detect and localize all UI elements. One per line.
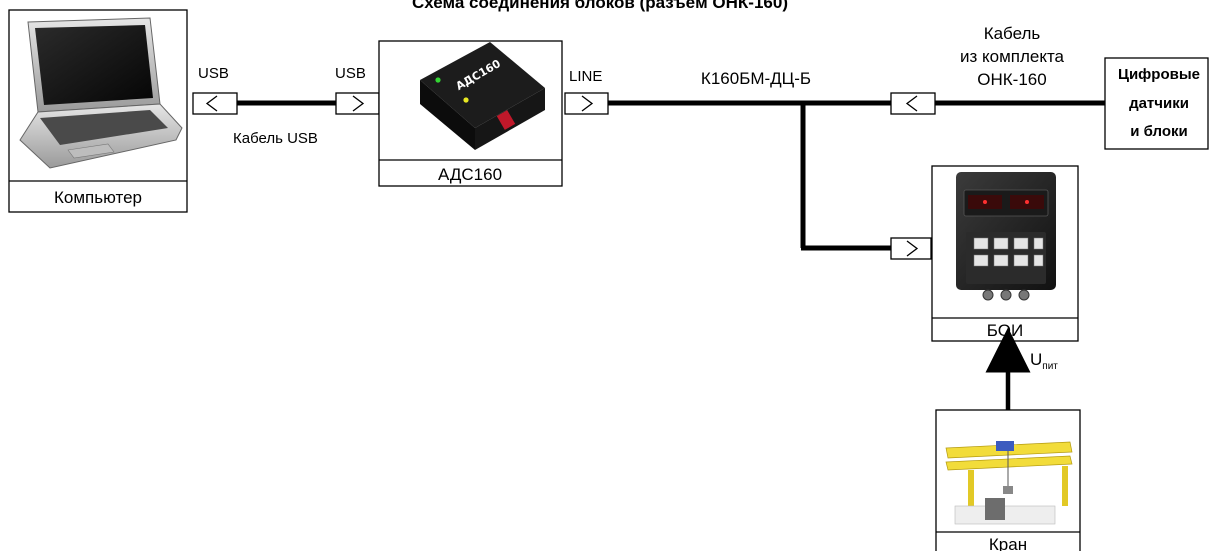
boi-label: БОИ	[987, 321, 1023, 340]
computer-block: Компьютер	[9, 10, 187, 212]
control-panel-icon	[956, 172, 1056, 300]
sensors-label-3: и блоки	[1130, 123, 1188, 140]
adapter-line-connector	[565, 93, 608, 114]
laptop-usb-label: USB	[198, 65, 229, 82]
crane-block: Кран	[936, 410, 1080, 551]
sensors-label-1: Цифровые	[1118, 66, 1200, 83]
adapter-usb-label: USB	[335, 65, 366, 82]
sensors-label-2: датчики	[1129, 95, 1189, 112]
power-label: Uпит	[1030, 350, 1058, 372]
usb-cable-label: Кабель USB	[233, 130, 318, 147]
adapter-usb-connector	[336, 93, 379, 114]
laptop-usb-connector	[193, 93, 237, 114]
kit-cable-label-3: ОНК-160	[977, 70, 1046, 89]
crane-label: Кран	[989, 535, 1027, 551]
power-label-sub: пит	[1042, 361, 1058, 372]
adapter-block: АДС160 АДС160	[379, 41, 562, 186]
computer-label: Компьютер	[54, 188, 142, 207]
kit-cable-label-2: из комплекта	[960, 47, 1065, 66]
boi-connector	[891, 238, 931, 259]
main-cable-label: К160БМ-ДЦ-Б	[701, 69, 811, 88]
power-label-main: U	[1030, 350, 1042, 369]
adapter-label: АДС160	[438, 165, 502, 184]
kit-cable-connector	[891, 93, 935, 114]
diagram-title: Схема соединения блоков (разъём ОНК-160)	[412, 0, 788, 12]
sensors-block: Цифровые датчики и блоки	[1105, 58, 1208, 149]
kit-cable-label-1: Кабель	[984, 24, 1041, 43]
boi-block: БОИ	[932, 166, 1078, 341]
adapter-line-label: LINE	[569, 68, 602, 85]
